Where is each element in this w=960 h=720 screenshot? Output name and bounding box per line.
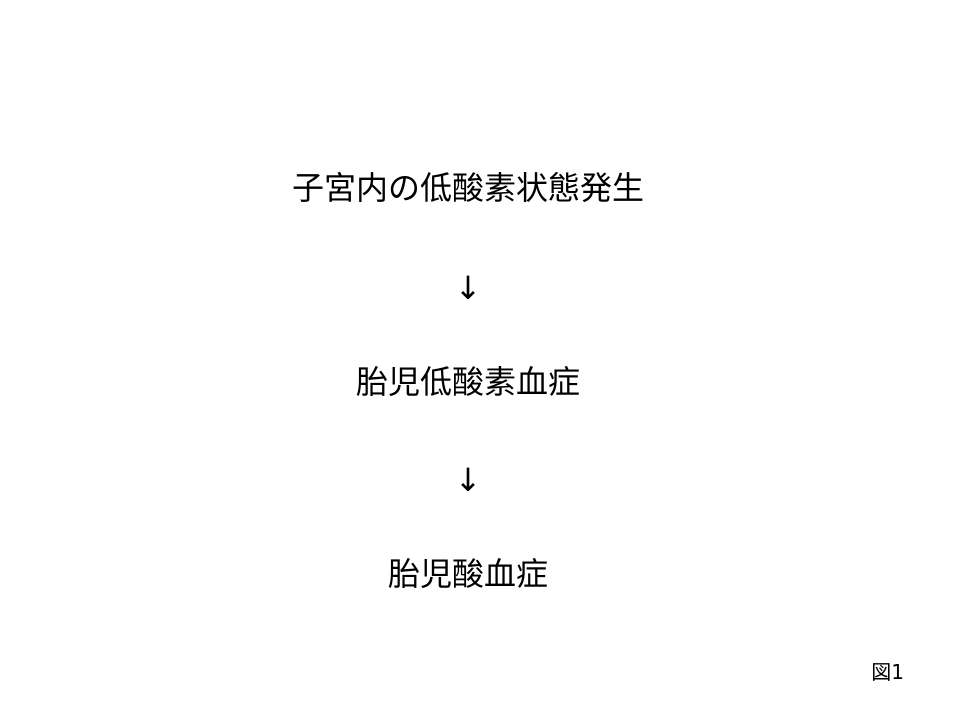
step-intrauterine-hypoxia: 子宮内の低酸素状態発生 bbox=[291, 169, 644, 207]
step-fetal-acidemia: 胎児酸血症 bbox=[387, 555, 548, 593]
step-fetal-hypoxemia: 胎児低酸素血症 bbox=[355, 363, 580, 401]
down-arrow-icon: ↓ bbox=[454, 269, 482, 307]
down-arrow-icon: ↓ bbox=[454, 461, 482, 499]
figure-label: 図1 bbox=[871, 660, 904, 684]
